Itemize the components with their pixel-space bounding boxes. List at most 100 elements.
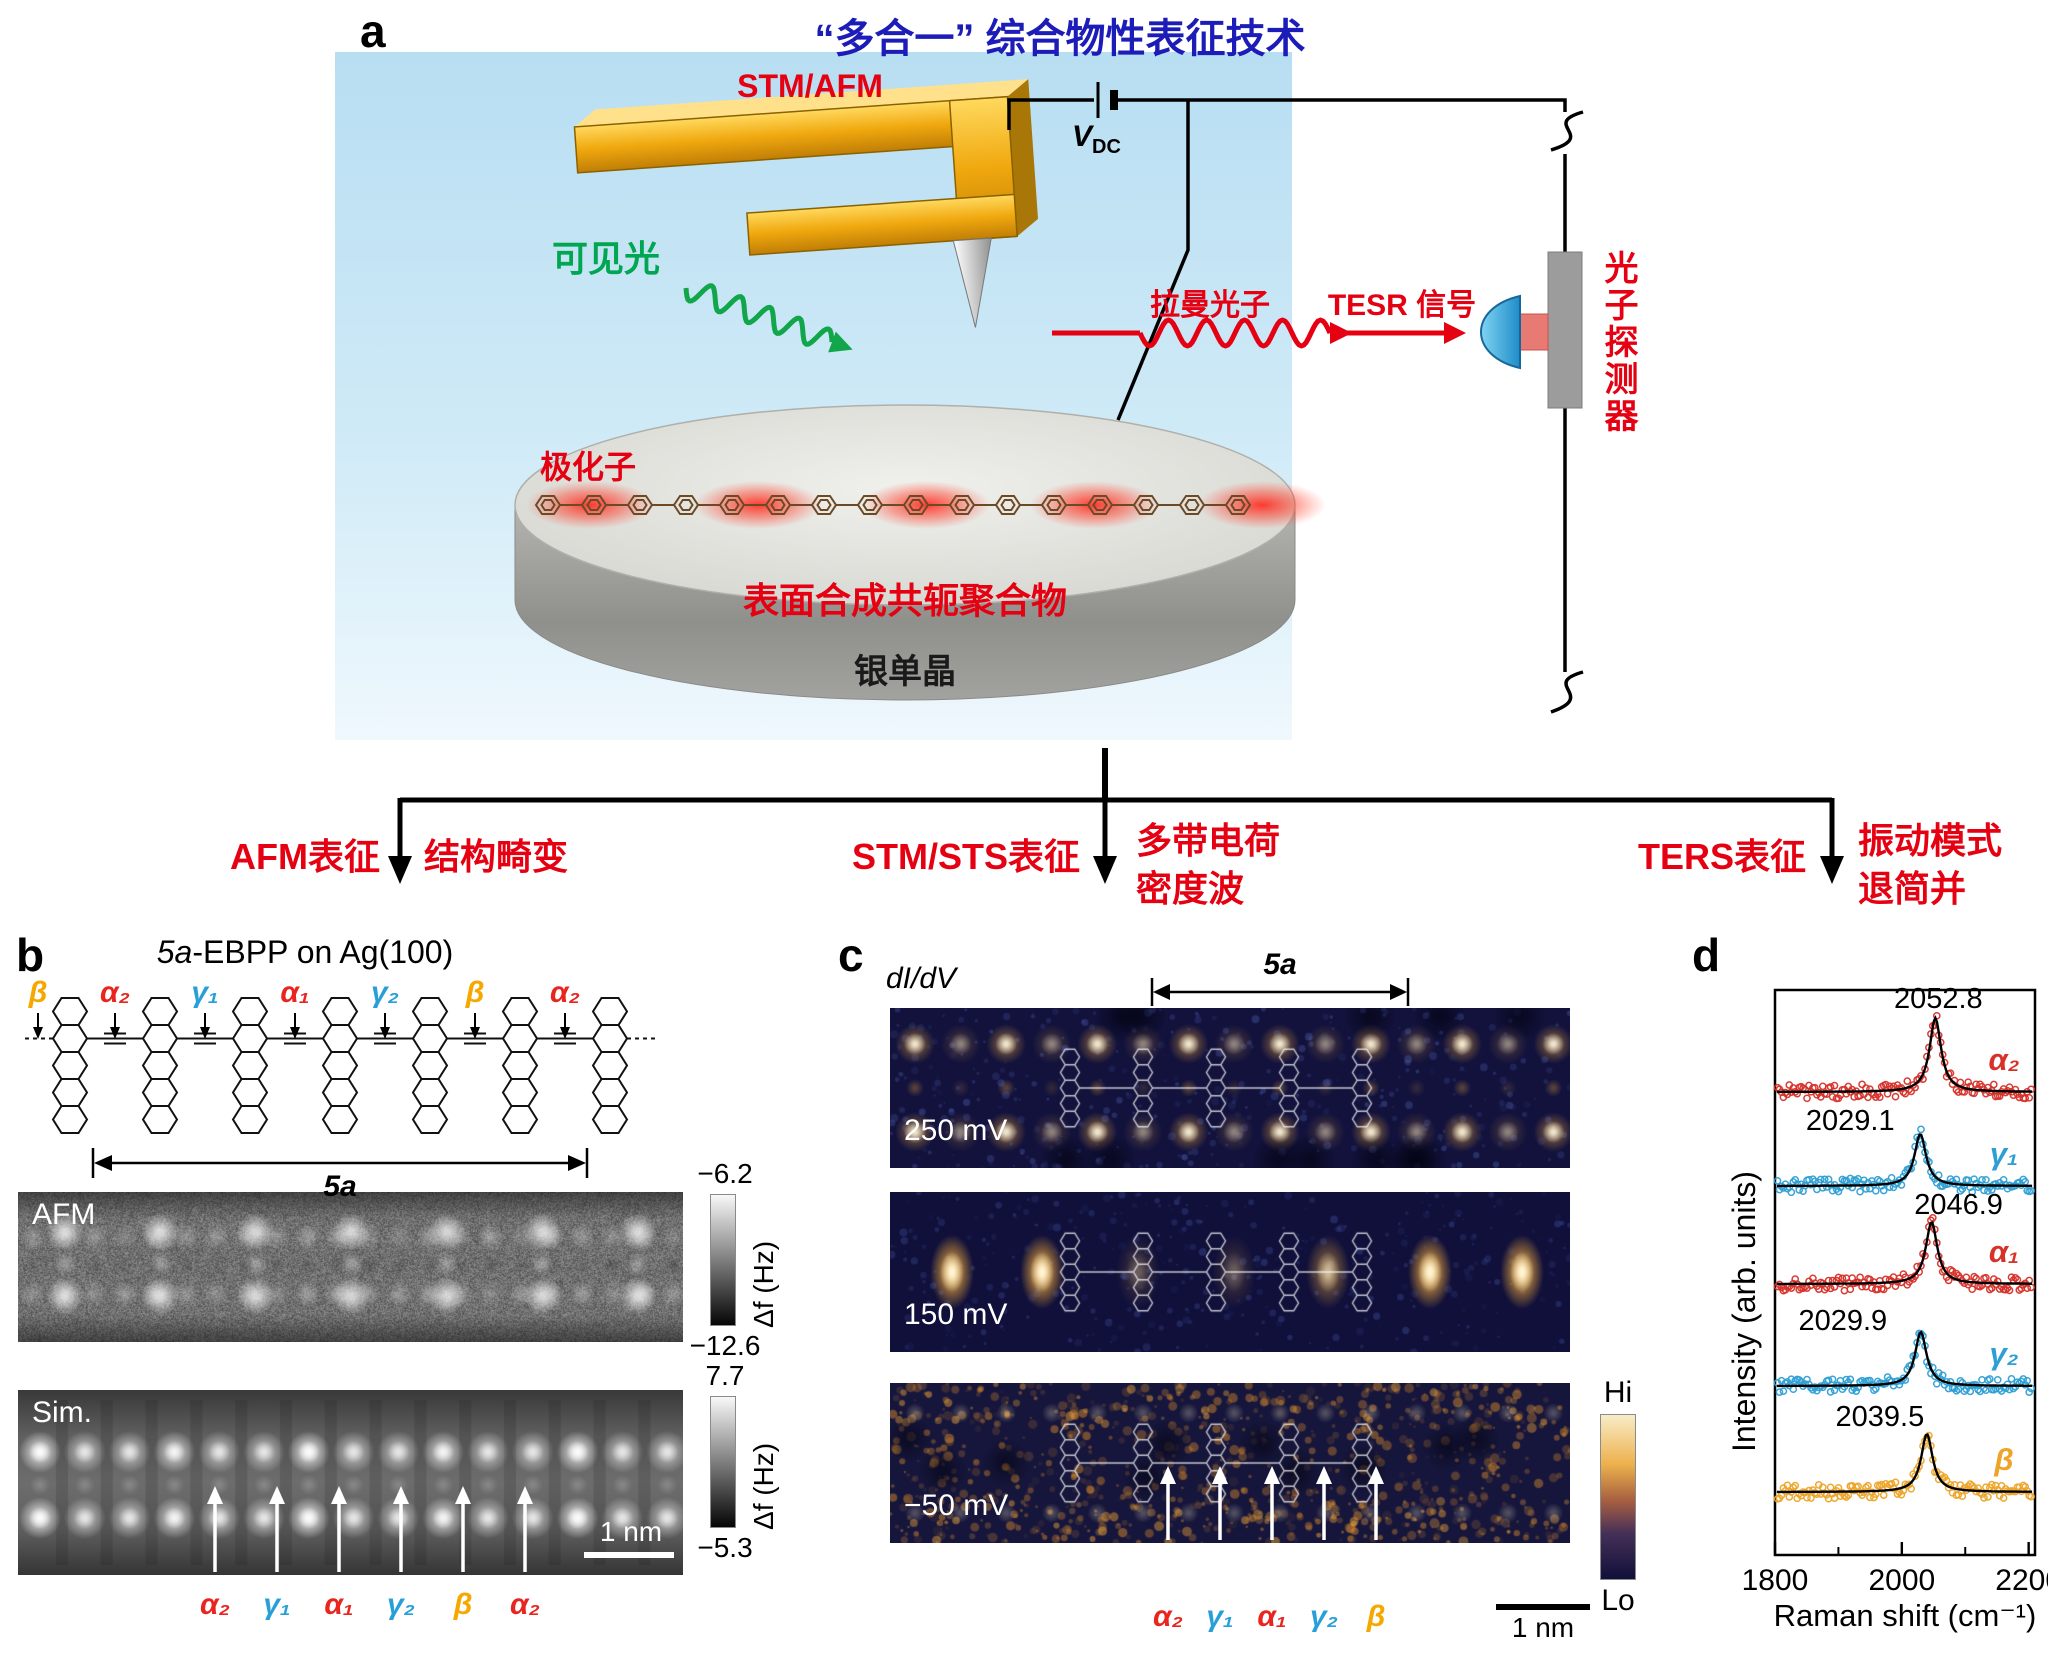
polymer-molecule (1178, 495, 1206, 515)
raman-photon-label: 拉曼光子 (1150, 289, 1270, 322)
peak-value-label: 2046.9 (1914, 1189, 2003, 1221)
polaron-glow (694, 481, 822, 529)
greek-label-α₂: α₂ (199, 1588, 231, 1621)
polymer-molecule (580, 495, 608, 515)
bond-pointer-icon (560, 1027, 570, 1039)
afm-colorbar-min: −12.6 (689, 1330, 761, 1361)
wire-break-icon (1550, 110, 1584, 152)
photodetector-bar (1547, 251, 1583, 409)
polaron-glow (862, 481, 990, 529)
greek-label-γ₁: γ₁ (191, 976, 219, 1009)
polymer-molecule (1132, 495, 1160, 515)
visible-light-wave (683, 283, 835, 347)
polymer-molecule (1086, 495, 1114, 515)
afm-tag: AFM (32, 1198, 96, 1231)
lorentzian-fit (1776, 1330, 2033, 1388)
bond-pointer-icon (470, 1027, 480, 1039)
scalebar-b (584, 1552, 674, 1558)
sim-image (18, 1390, 683, 1575)
scalebar-c (1496, 1604, 1590, 1610)
silver-crystal-label: 银单晶 (854, 653, 956, 691)
acene-unit (51, 997, 89, 1134)
figure-title: “多合一” 综合物性表征技术 (814, 17, 1306, 61)
branch-ters-label: TERS表征 (1637, 836, 1806, 877)
peak-value-label: 2039.5 (1836, 1401, 1925, 1433)
greek-label-γ₂: γ₂ (370, 976, 400, 1009)
schematic-background (335, 52, 1292, 740)
sim-colorbar-min: −5.3 (697, 1532, 753, 1563)
polymer-molecule (1224, 495, 1252, 515)
polymer-molecule (672, 495, 700, 515)
bias-label-1: 250 mV (904, 1114, 1008, 1147)
greek-label-α₂: α₂ (549, 976, 581, 1009)
tesr-arrowhead (1444, 322, 1466, 344)
bond-pointer-icon (200, 1027, 210, 1039)
acene-unit (501, 997, 539, 1134)
acene-unit (141, 997, 179, 1134)
greek-label-α₂: α₂ (99, 976, 131, 1009)
detector-coupler (1519, 313, 1549, 351)
afm-colorbar-max: −6.2 (697, 1158, 753, 1189)
panel-a-label: a (360, 5, 386, 57)
didv-map-250mv (890, 1008, 1570, 1168)
series-label: β (1993, 1442, 2013, 1477)
sim-colorbar-max: 7.7 (705, 1360, 745, 1391)
polymer-molecule (718, 495, 746, 515)
polymer-label: 表面合成共轭聚合物 (742, 580, 1067, 621)
greek-label-γ₂: γ₂ (386, 1588, 416, 1621)
raman-plot-axes (1773, 988, 2037, 1557)
x-tick-label: 2000 (1868, 1564, 1935, 1597)
polaron-glow (526, 481, 654, 529)
bond-pointer-icon (290, 1027, 300, 1039)
afm-cantilever (573, 79, 1039, 328)
polaron-glow (1198, 481, 1326, 529)
raman-x-axis-label: Raman shift (cm⁻¹) (1773, 1598, 2037, 1633)
panel-b-title: 5a-EBPP on Ag(100) (156, 934, 454, 970)
visible-light-label: 可见光 (552, 238, 661, 279)
peak-value-label: 2029.9 (1798, 1305, 1887, 1337)
sim-tag: Sim. (32, 1396, 92, 1429)
didv-map-150mv (890, 1192, 1570, 1352)
span-label-b: 5a (323, 1170, 357, 1203)
polaron-label: 极化子 (540, 449, 637, 485)
span-label-c: 5a (1263, 948, 1297, 981)
series-label: α₂ (1988, 1042, 2019, 1077)
peak-value-label: 2052.8 (1894, 983, 1983, 1015)
series-label: γ₂ (1989, 1336, 2018, 1371)
polymer-molecule (764, 495, 792, 515)
acene-unit (231, 997, 269, 1134)
scalebar-label-b: 1 nm (599, 1516, 663, 1547)
greek-label-β: β (453, 1588, 473, 1621)
sts-colorbar (1600, 1414, 1636, 1580)
lorentzian-fit (1776, 1133, 2033, 1188)
series-label: γ₁ (1990, 1136, 2018, 1171)
lorentzian-fit (1776, 1221, 2033, 1286)
sim-colorbar-unit: Δf (Hz) (748, 1442, 779, 1530)
probe-tip (952, 237, 992, 328)
sts-colorbar-hi: Hi (1603, 1376, 1633, 1409)
bias-label-3: −50 mV (904, 1489, 1009, 1522)
greek-label-α₁: α₁ (324, 1588, 354, 1621)
wire-break-icon (1550, 670, 1584, 714)
tesr-signal-label: TESR 信号 (1327, 289, 1477, 322)
panel-b-label: b (16, 929, 45, 981)
polymer-molecule (534, 495, 562, 515)
afm-colorbar (710, 1194, 736, 1326)
greek-label-β: β (28, 976, 48, 1009)
greek-label-α₂: α₂ (1152, 1600, 1184, 1633)
stm-afm-label: STM/AFM (737, 68, 883, 104)
vdc-label: VDC (1072, 120, 1121, 158)
greek-label-α₂: α₂ (509, 1588, 541, 1621)
x-tick-label: 1800 (1742, 1564, 1809, 1597)
greek-label-β: β (465, 976, 485, 1009)
branch-afm-label: AFM表征 (230, 836, 380, 877)
peak-value-label: 2029.1 (1806, 1105, 1895, 1137)
acene-unit (411, 997, 449, 1134)
series-label: α₁ (1989, 1234, 2019, 1269)
scalebar-label-c: 1 nm (1511, 1612, 1575, 1643)
polymer-molecule (948, 495, 976, 515)
lorentzian-fit (1776, 1014, 2033, 1094)
polymer-molecule (856, 495, 884, 515)
greek-label-β: β (1366, 1600, 1386, 1633)
